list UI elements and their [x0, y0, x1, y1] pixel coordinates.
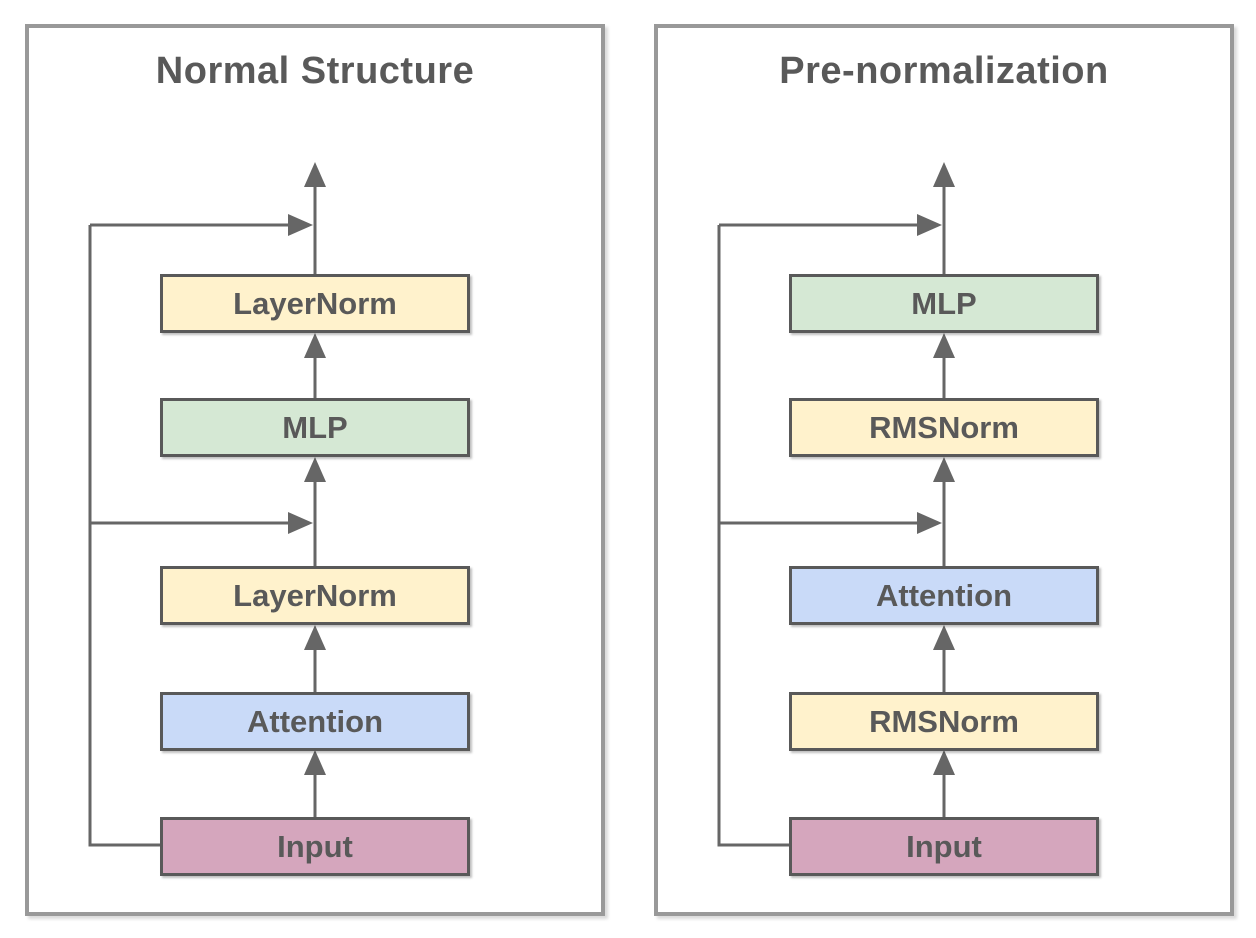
- box-mlp: MLP: [160, 398, 470, 457]
- connector-arrows: [88, 162, 326, 847]
- box-attention: Attention: [789, 566, 1099, 625]
- flow-arrow: [933, 333, 955, 398]
- box-rmsnorm-upper: RMSNorm: [789, 398, 1099, 457]
- flow-arrow: [304, 333, 326, 398]
- residual-arrow-upper: [719, 214, 942, 236]
- panel-title: Pre-normalization: [779, 50, 1109, 92]
- box-layernorm-lower: LayerNorm: [160, 566, 470, 625]
- output-arrow: [304, 162, 326, 274]
- flow-arrow: [304, 625, 326, 692]
- residual-arrow-lower: [90, 512, 313, 534]
- box-layernorm-upper: LayerNorm: [160, 274, 470, 333]
- box-rmsnorm-lower: RMSNorm: [789, 692, 1099, 751]
- residual-arrow-upper: [90, 214, 313, 236]
- connector-arrows: [717, 162, 955, 847]
- residual-arrow-lower: [719, 512, 942, 534]
- flow-arrow: [933, 457, 955, 566]
- box-input: Input: [789, 817, 1099, 876]
- box-attention: Attention: [160, 692, 470, 751]
- flow-arrow: [933, 750, 955, 817]
- box-input: Input: [160, 817, 470, 876]
- output-arrow: [933, 162, 955, 274]
- panel-normal-structure: Normal Structure: [25, 24, 605, 916]
- box-mlp: MLP: [789, 274, 1099, 333]
- flow-arrow: [304, 457, 326, 566]
- residual-connection-line: [88, 225, 160, 847]
- panel-title: Normal Structure: [155, 50, 475, 92]
- flow-arrow: [304, 750, 326, 817]
- flow-arrow: [933, 625, 955, 692]
- residual-connection-line: [717, 225, 789, 847]
- panel-pre-normalization: Pre-normalization: [654, 24, 1234, 916]
